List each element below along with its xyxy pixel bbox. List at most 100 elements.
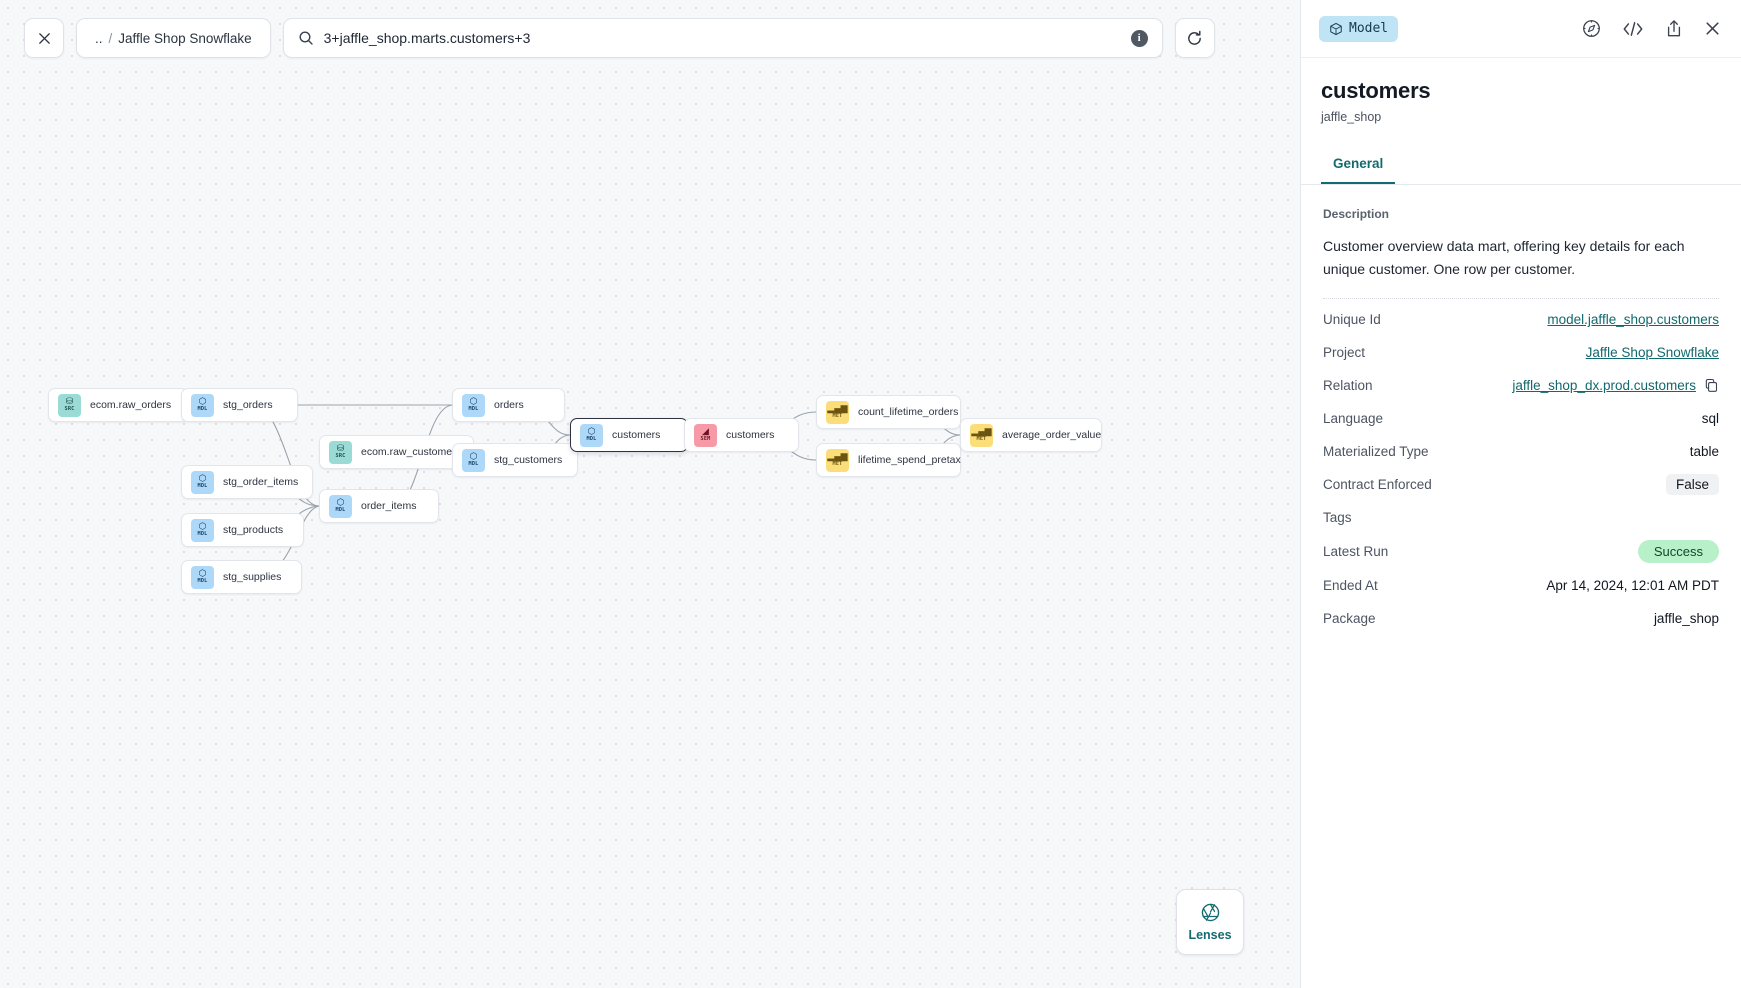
metadata-link[interactable]: model.jaffle_shop.customers	[1547, 312, 1719, 328]
metadata-row: Relation jaffle_shop_dx.prod.customers	[1323, 369, 1719, 402]
panel-action-icons	[1582, 19, 1721, 38]
metadata-value: Apr 14, 2024, 12:01 AM PDT	[1546, 578, 1719, 594]
graph-node-stg_order_items[interactable]: ⬡MDL stg_order_items	[181, 465, 313, 499]
node-type-chip[interactable]: Model	[1319, 15, 1399, 42]
search-input[interactable]	[323, 30, 1121, 46]
metadata-value: sql	[1701, 411, 1719, 427]
node-badge-met-icon: ▂▄▆MET	[826, 400, 849, 424]
status-badge: Success	[1637, 540, 1719, 564]
graph-node-ecom_raw_customers[interactable]: ⛁SRC ecom.raw_customers	[319, 435, 474, 469]
lenses-label: Lenses	[1188, 928, 1232, 942]
close-icon	[1706, 22, 1719, 35]
metadata-key: Unique Id	[1323, 312, 1381, 328]
node-badge-mdl-icon: ⬡MDL	[580, 423, 603, 447]
compass-icon	[1583, 20, 1600, 37]
search-icon	[299, 31, 313, 45]
page-subtitle: jaffle_shop	[1321, 110, 1382, 124]
node-badge-mdl-icon: ⬡MDL	[191, 565, 214, 589]
description-label: Description	[1323, 207, 1390, 221]
close-icon	[38, 32, 50, 44]
breadcrumb-separator: /	[108, 30, 113, 46]
section-divider	[1323, 298, 1719, 300]
metadata-key: Relation	[1323, 378, 1373, 394]
node-label: customers	[612, 429, 661, 441]
metadata-link[interactable]: Jaffle Shop Snowflake	[1585, 345, 1719, 361]
node-badge-met-icon: ▂▄▆MET	[970, 423, 993, 447]
details-panel: Model	[1300, 0, 1741, 988]
metadata-value-wrap: Jaffle Shop Snowflake	[1586, 345, 1719, 360]
node-label: stg_order_items	[223, 476, 299, 488]
node-label: orders	[494, 399, 524, 411]
metadata-key: Project	[1323, 345, 1366, 361]
details-tabs: General	[1301, 148, 1741, 185]
metadata-row: Latest Run Success	[1323, 534, 1719, 569]
breadcrumb-prefix: ..	[95, 30, 103, 46]
node-badge-src-icon: ⛁SRC	[329, 440, 352, 464]
metadata-value-wrap: Apr 14, 2024, 12:01 AM PDT	[1546, 578, 1719, 593]
metadata-key: Ended At	[1323, 578, 1378, 594]
cube-icon	[1330, 22, 1342, 35]
close-panel-button[interactable]	[1704, 20, 1721, 37]
node-badge-mdl-icon: ⬡MDL	[191, 470, 214, 494]
details-panel-title-block: customers jaffle_shop	[1301, 58, 1741, 124]
breadcrumb-project: Jaffle Shop Snowflake	[118, 30, 252, 46]
graph-node-customers_semantic[interactable]: ◢SEM customers	[684, 418, 799, 452]
refresh-button[interactable]	[1174, 18, 1215, 58]
lineage-canvas[interactable]: .. / Jaffle Shop Snowflake i	[0, 0, 1300, 988]
metadata-row: Ended At Apr 14, 2024, 12:01 AM PDT	[1323, 569, 1719, 602]
node-label: order_items	[361, 500, 417, 512]
node-badge-mdl-icon: ⬡MDL	[329, 494, 352, 518]
node-label: average_order_value	[1002, 429, 1102, 441]
node-badge-mdl-icon: ⬡MDL	[191, 393, 214, 417]
tab-general[interactable]: General	[1321, 148, 1396, 184]
graph-node-average_order_value[interactable]: ▂▄▆MET average_order_value	[960, 418, 1102, 452]
share-button[interactable]	[1665, 19, 1683, 38]
breadcrumb[interactable]: .. / Jaffle Shop Snowflake	[76, 18, 271, 58]
aperture-icon	[1201, 903, 1219, 922]
code-button[interactable]	[1622, 20, 1644, 38]
metadata-row: Project Jaffle Shop Snowflake	[1323, 336, 1719, 369]
metadata-link[interactable]: jaffle_shop_dx.prod.customers	[1512, 378, 1696, 394]
close-lineage-button[interactable]	[24, 18, 64, 58]
metadata-value-wrap: sql	[1702, 411, 1719, 426]
metadata-row: Unique Id model.jaffle_shop.customers	[1323, 303, 1719, 336]
graph-node-customers_model[interactable]: ⬡MDL customers	[570, 418, 688, 452]
node-label: ecom.raw_customers	[361, 446, 461, 458]
share-icon	[1667, 20, 1681, 37]
metadata-value-wrap: jaffle_shop	[1654, 611, 1719, 626]
copy-icon[interactable]	[1704, 378, 1719, 393]
lenses-button[interactable]: Lenses	[1176, 889, 1244, 955]
node-label: customers	[726, 429, 775, 441]
status-badge: False	[1665, 474, 1719, 496]
details-panel-header: Model	[1301, 0, 1741, 58]
explore-button[interactable]	[1582, 19, 1601, 38]
graph-node-order_items[interactable]: ⬡MDL order_items	[319, 489, 439, 523]
node-type-label: Model	[1349, 21, 1389, 36]
info-icon[interactable]: i	[1130, 29, 1148, 47]
metadata-value-wrap: model.jaffle_shop.customers	[1547, 312, 1719, 327]
node-badge-src-icon: ⛁SRC	[58, 393, 81, 417]
metadata-key: Tags	[1323, 510, 1352, 526]
node-badge-mdl-icon: ⬡MDL	[191, 518, 214, 542]
metadata-key: Materialized Type	[1323, 444, 1429, 460]
page-title: customers	[1321, 78, 1431, 103]
metadata-key: Latest Run	[1323, 544, 1389, 560]
node-badge-sem-icon: ◢SEM	[694, 423, 717, 447]
node-badge-met-icon: ▂▄▆MET	[826, 448, 849, 472]
lineage-search-bar[interactable]: i	[282, 18, 1163, 58]
metadata-row: Tags	[1323, 501, 1719, 534]
canvas-toolbar: .. / Jaffle Shop Snowflake i	[24, 18, 1215, 58]
metadata-value-wrap: jaffle_shop_dx.prod.customers	[1512, 378, 1719, 393]
